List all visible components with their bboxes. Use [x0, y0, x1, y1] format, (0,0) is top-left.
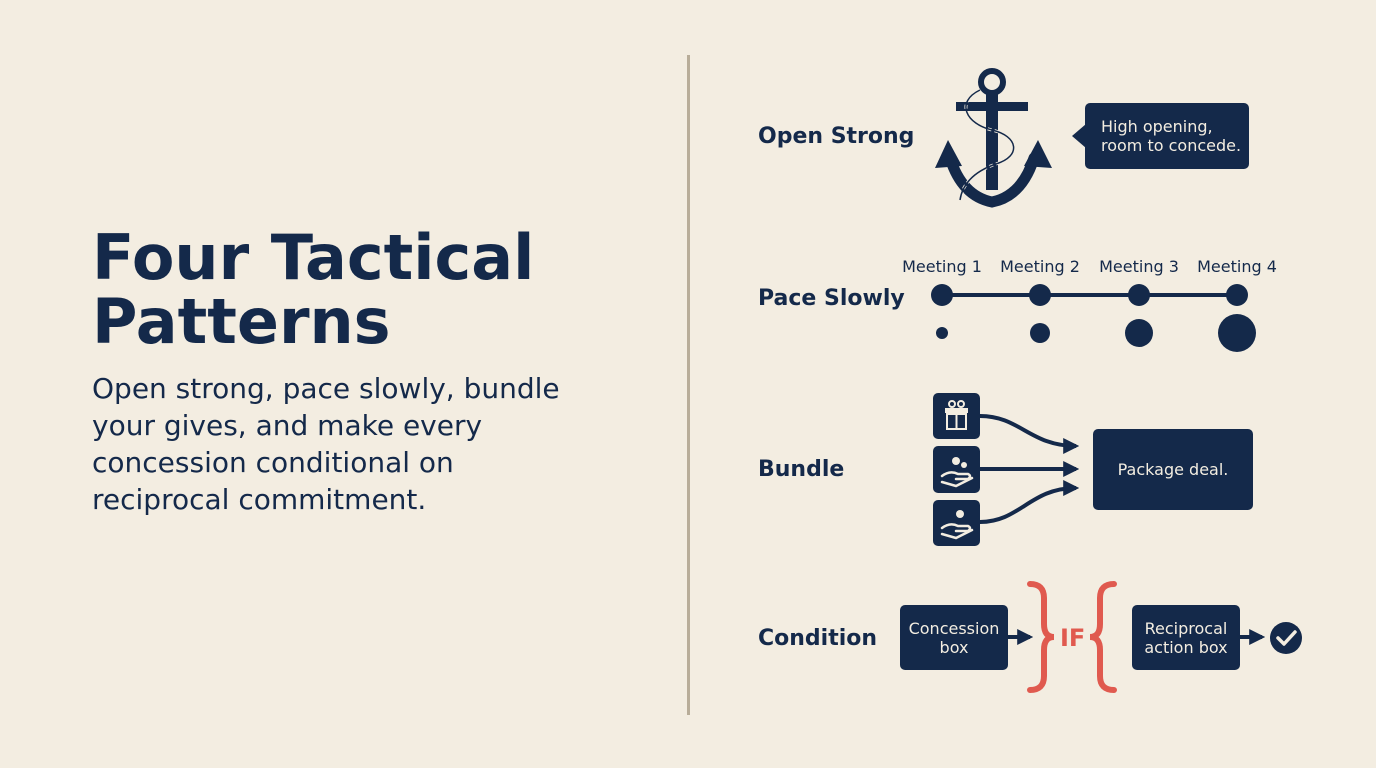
if-connector: IF	[1060, 624, 1086, 652]
callout-pointer	[1072, 124, 1086, 148]
meeting-label-2: Meeting 2	[1000, 257, 1080, 276]
anchor-icon	[935, 68, 1052, 208]
reciprocal-action-box: Reciprocal action box	[1132, 605, 1240, 670]
timeline-dot-1	[931, 284, 953, 306]
row-label-open-strong: Open Strong	[758, 124, 915, 149]
meeting-timeline	[931, 284, 1256, 352]
page-subtitle: Open strong, pace slowly, bundle your gi…	[92, 372, 560, 516]
timeline-dot-2	[1029, 284, 1051, 306]
row-label-bundle: Bundle	[758, 457, 845, 482]
brace-right	[1027, 581, 1055, 693]
concession-size-dot-1	[936, 327, 948, 339]
concession-size-dot-2	[1030, 323, 1050, 343]
timeline-dot-3	[1128, 284, 1150, 306]
meeting-label-1: Meeting 1	[902, 257, 982, 276]
meeting-label-4: Meeting 4	[1197, 257, 1277, 276]
check-circle-icon	[1270, 622, 1302, 654]
concession-size-dot-4	[1218, 314, 1256, 352]
row-label-condition: Condition	[758, 626, 878, 651]
hand-give-icon	[933, 446, 980, 493]
row-label-pace-slowly: Pace Slowly	[758, 286, 905, 311]
gift-icon	[933, 393, 980, 439]
concession-size-dot-3	[1125, 319, 1153, 347]
meeting-label-3: Meeting 3	[1099, 257, 1179, 276]
timeline-dot-4	[1226, 284, 1248, 306]
vertical-divider	[687, 55, 690, 715]
bundle-arrows	[979, 414, 1080, 524]
page-title: Four Tactical Patterns	[92, 221, 535, 358]
package-deal-box: Package deal.	[1093, 429, 1253, 510]
callout-high-opening: High opening, room to concede.	[1085, 103, 1249, 169]
brace-left	[1089, 581, 1117, 693]
hand-offer-icon	[933, 500, 980, 546]
concession-box: Concession box	[900, 605, 1008, 670]
